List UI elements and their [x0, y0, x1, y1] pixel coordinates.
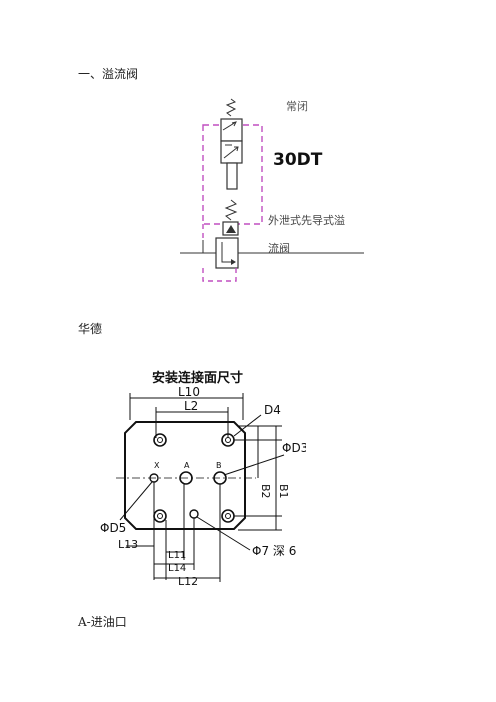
dim-B1: B1	[277, 484, 290, 499]
mounting-dimension-drawing: 安装连接面尺寸 L10 L2 D4 ΦD3 X A B B2 B1 ΦD5 L1…	[96, 360, 306, 592]
mount-title: 安装连接面尺寸	[152, 370, 243, 386]
dim-D4: D4	[264, 403, 281, 417]
port-a-note: A-进油口	[78, 615, 127, 629]
label-solenoid-code: 30DT	[273, 150, 323, 170]
label-valve-name-1: 外泄式先导式溢	[268, 214, 345, 227]
dim-L2: L2	[184, 399, 198, 413]
solenoid-icon	[226, 162, 238, 190]
port-X: X	[154, 461, 160, 470]
port-B: B	[216, 461, 222, 470]
dim-L11: L11	[168, 550, 186, 561]
label-normally-closed: 常闭	[286, 100, 308, 113]
dim-D5: ΦD5	[100, 521, 126, 535]
dim-L14: L14	[168, 563, 186, 574]
drain-dashed-line	[202, 268, 237, 282]
main-valve-body	[215, 237, 239, 269]
mounting-plate	[124, 421, 246, 530]
dim-D3: ΦD3	[282, 441, 306, 455]
dim-L13: L13	[118, 538, 138, 551]
spring-icon	[224, 199, 238, 221]
pilot-valve-upper	[220, 118, 243, 142]
spring-icon	[225, 98, 237, 117]
dim-L12: L12	[178, 575, 198, 588]
dim-B2: B2	[259, 484, 272, 499]
port-A: A	[184, 461, 190, 470]
mounting-svg: 安装连接面尺寸 L10 L2 D4 ΦD3 X A B B2 B1 ΦD5 L1…	[100, 370, 306, 588]
dim-L10: L10	[178, 385, 200, 399]
section-title: 一、溢流阀	[78, 67, 139, 81]
dim-hole7: Φ7 深 6	[252, 544, 296, 558]
relief-valve-symbol: 常闭 30DT 外泄式先导式溢 流阀	[176, 92, 366, 288]
brand-heading: 华德	[78, 322, 103, 336]
symbol-svg	[180, 98, 364, 282]
label-valve-name-2: 流阀	[268, 242, 290, 255]
